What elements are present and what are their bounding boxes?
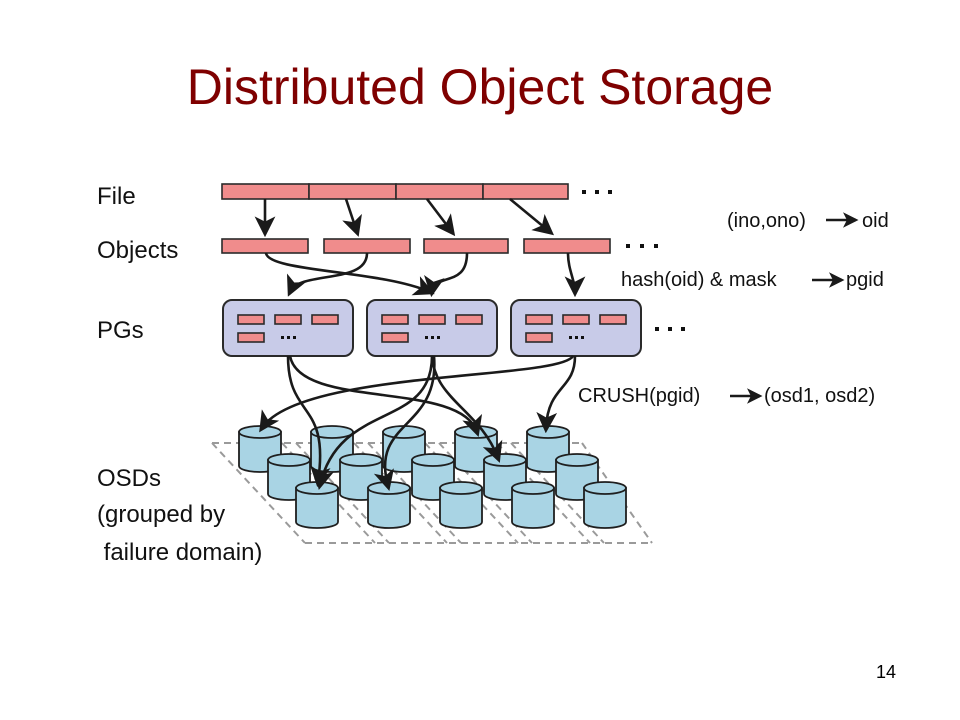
mapping-input: CRUSH(pgid) [578,385,700,407]
arrow [342,198,362,237]
slide-title: Distributed Object Storage [186,59,774,115]
arrow [288,355,482,437]
file-segment [221,183,310,200]
file-bar [221,183,569,200]
object-to-pg-arrows [264,252,586,298]
osd-cylinder [583,481,627,529]
arrow [287,252,369,297]
file-ellipsis [582,190,612,194]
object [323,238,411,254]
pg-to-osd-arrows [259,355,577,492]
mapping-output: (osd1, osd2) [764,385,875,407]
file-segment [308,183,397,200]
mapping-crush-to-osds: CRUSH(pgid) (osd1, osd2) [578,385,875,407]
arrow [286,355,331,488]
osd-group [238,425,627,529]
arrow [264,252,435,296]
mapping-input: (ino,ono) [727,210,806,232]
row-label-osds-failure-domain: failure domain) [97,539,262,566]
object [221,238,309,254]
pg-box [366,299,498,357]
mapping-hash-to-pgid: hash(oid) & mask pgid [621,269,884,291]
row-label-file: File [97,183,136,210]
osd-cylinder [439,481,483,529]
object [423,238,509,254]
pg-box [222,299,354,357]
arrow [259,355,575,433]
pgs-ellipsis [655,327,685,331]
mapping-input: hash(oid) & mask [621,269,778,291]
pg-box [510,299,642,357]
objects-row [221,238,611,254]
mapping-ino-ono-to-oid: (ino,ono) oid [727,210,889,232]
slide-number: 14 [876,662,897,682]
osd-cylinder [295,481,339,529]
arrow [536,355,577,434]
arrow [509,197,555,236]
file-segment [395,183,484,200]
file-segment [482,183,569,200]
row-label-osds-grouped: (grouped by [97,501,225,528]
row-label-objects: Objects [97,237,178,264]
mapping-output: pgid [846,269,884,291]
objects-ellipsis [626,244,658,248]
object [523,238,611,254]
arrow [424,252,469,298]
arrow [564,252,586,298]
arrow [425,198,456,237]
file-to-object-arrows [254,197,555,238]
osd-cylinder [511,481,555,529]
row-label-pgs: PGs [97,317,144,344]
osd-cylinder [367,481,411,529]
row-label-osds: OSDs [97,465,161,492]
mapping-output: oid [862,210,889,232]
